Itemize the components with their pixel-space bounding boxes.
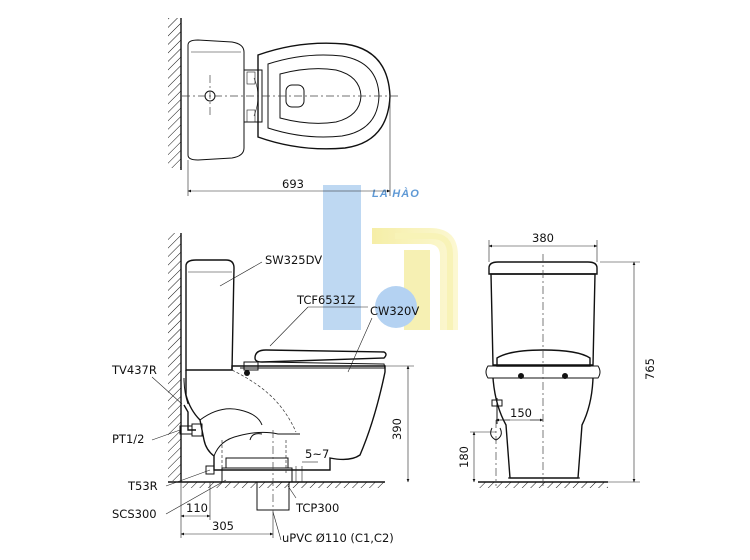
label-bowl-model: CW320V: [370, 304, 419, 318]
top-view: 693: [168, 18, 400, 196]
side-view-bowl: [185, 365, 386, 471]
side-view-seat: [254, 349, 387, 363]
top-view-wall-hatch: [168, 18, 181, 168]
label-drain-pipe: uPVC Ø110 (C1,C2): [282, 531, 394, 545]
front-view-tank: [488, 261, 598, 275]
front-view-height-dim: 765: [643, 358, 657, 380]
watermark-brand-text: LA HÀO: [372, 187, 420, 200]
top-view-tank: [187, 39, 245, 161]
label-pipe-fitting: PT1/2: [112, 432, 144, 446]
watermark-blue-circle: [375, 286, 417, 328]
front-view: 380 765 150 180: [457, 231, 657, 488]
label-tank-model: SW325DV: [265, 253, 322, 267]
side-view-wall-hatch: [168, 233, 181, 481]
label-bolts: T53R: [127, 479, 158, 493]
brand-watermark: LA HÀO: [323, 185, 458, 330]
front-view-supply-height-dim: 180: [457, 446, 471, 468]
side-view-bowl-height-dim: 390: [390, 418, 404, 440]
label-seat-model: TCF6531Z: [296, 293, 355, 307]
side-view-drain-gap-dim: 5~7: [305, 447, 329, 461]
side-view-supply-offset-dim: 110: [186, 501, 208, 515]
side-view: SW325DV TCF6531Z CW320V TV437R PT1/2 T53…: [111, 233, 419, 545]
top-view-length-dim: 693: [282, 177, 304, 191]
side-view-tank: [185, 259, 235, 371]
front-view-width-dim: 380: [532, 231, 554, 245]
front-view-supply-offset-dim: 150: [510, 406, 532, 420]
label-angle-valve: TV437R: [111, 363, 157, 377]
label-flange: SCS300: [112, 507, 157, 521]
label-trap-adapter: TCP300: [295, 501, 339, 515]
side-view-drain-offset-dim: 305: [212, 519, 234, 533]
top-view-bowl-rim: [257, 42, 391, 150]
watermark-blue-bar: [323, 185, 361, 330]
